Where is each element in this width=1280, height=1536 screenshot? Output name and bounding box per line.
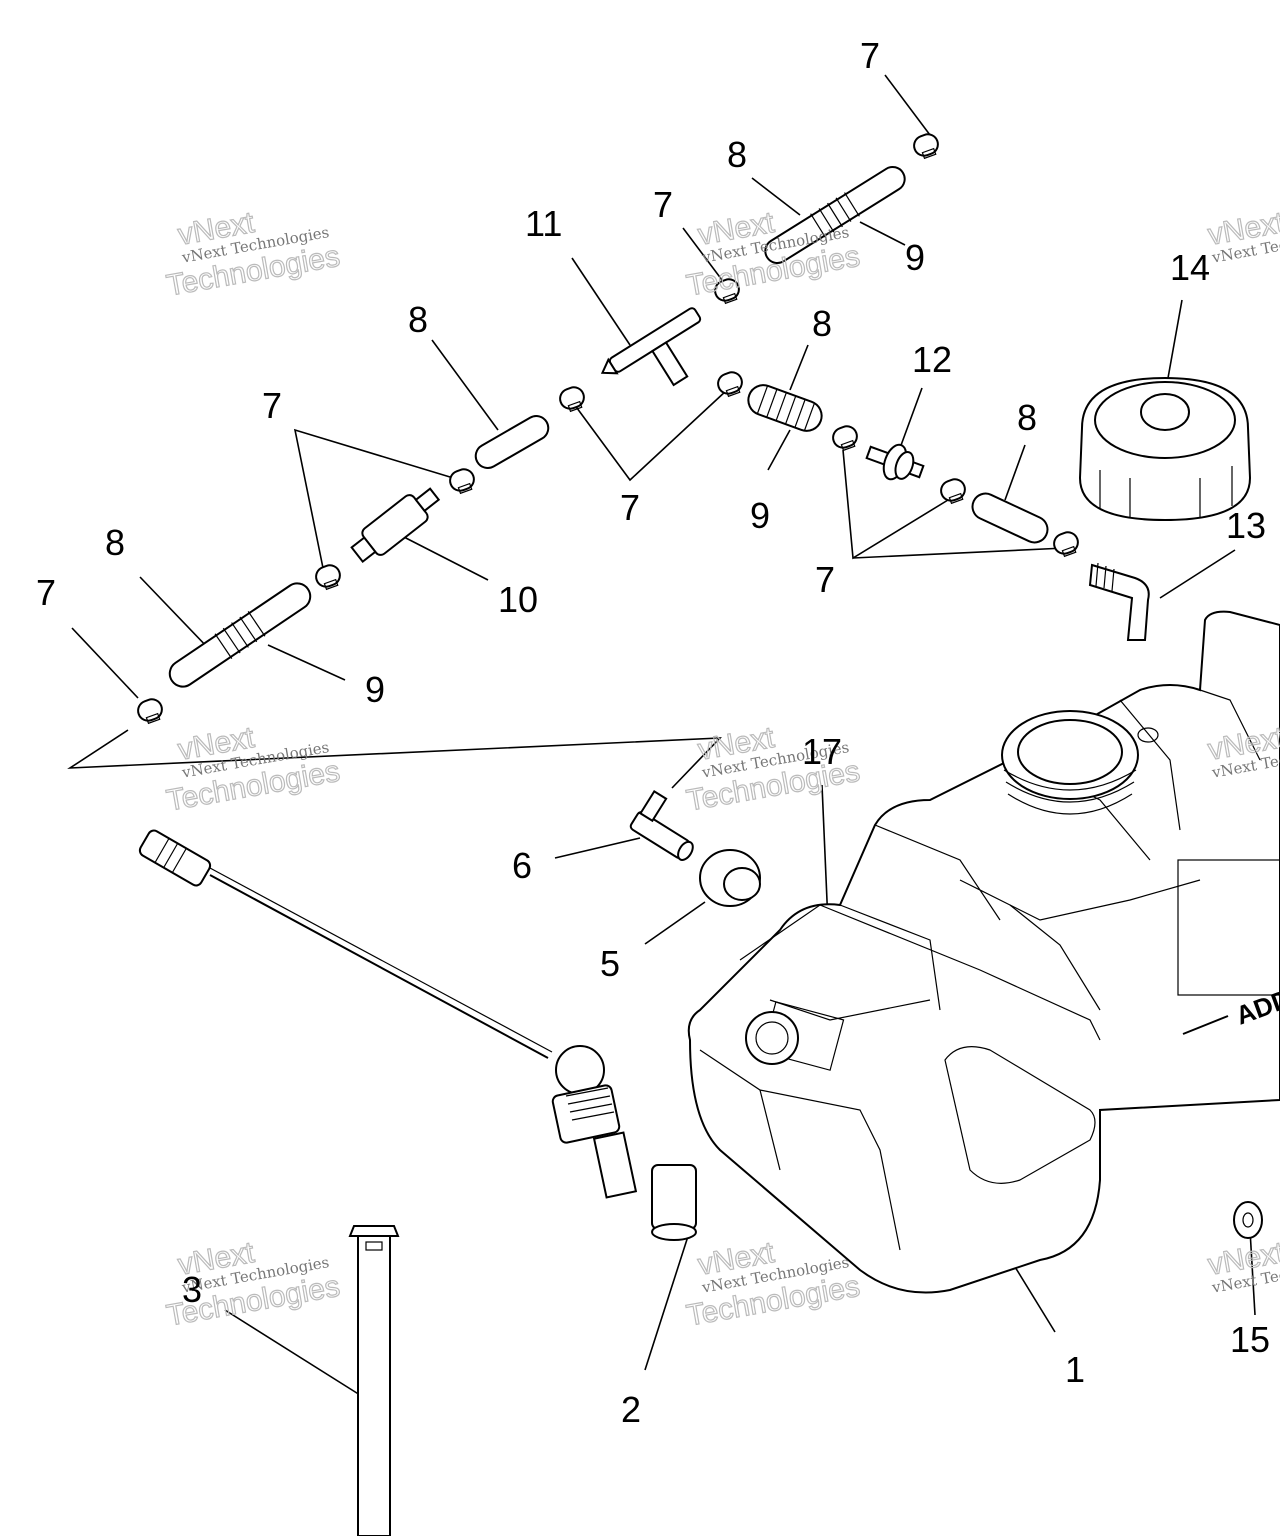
grommet <box>699 849 761 907</box>
callout-10: 10 <box>498 579 538 620</box>
callout-8: 8 <box>1017 397 1037 438</box>
callout-13: 13 <box>1226 505 1266 546</box>
fuel-hoses <box>168 165 1049 688</box>
callout-6: 6 <box>512 845 532 886</box>
fuel-tank: ADD <box>687 610 1280 1294</box>
elbow-fitting <box>1088 562 1150 641</box>
callout-1: 1 <box>1065 1349 1085 1390</box>
callout-9: 9 <box>365 669 385 710</box>
callout-8: 8 <box>105 522 125 563</box>
callout-7: 7 <box>36 572 56 613</box>
fuel-filter <box>350 487 441 564</box>
tee-fitting <box>600 307 702 387</box>
callout-5: 5 <box>600 943 620 984</box>
fuel-cap <box>1078 376 1252 522</box>
callout-7: 7 <box>860 35 880 76</box>
callout-3: 3 <box>182 1269 202 1310</box>
callout-17: 17 <box>802 731 842 772</box>
callout-7: 7 <box>620 487 640 528</box>
fuel-sender <box>138 829 697 1241</box>
callout-7: 7 <box>815 559 835 600</box>
callout-14: 14 <box>1170 247 1210 288</box>
check-valve <box>865 443 925 481</box>
mounting-strap <box>348 1225 400 1536</box>
callout-8: 8 <box>727 134 747 175</box>
washer <box>1233 1201 1263 1239</box>
callout-11: 11 <box>525 203 562 244</box>
callout-15: 15 <box>1230 1319 1270 1360</box>
callout-9: 9 <box>750 495 770 536</box>
callout-2: 2 <box>621 1389 641 1430</box>
callout-labels: 7 8 9 7 11 8 7 8 12 8 14 13 7 9 7 10 8 7… <box>36 35 1270 1430</box>
callout-7: 7 <box>653 184 673 225</box>
callout-9: 9 <box>905 237 925 278</box>
callout-8: 8 <box>408 299 428 340</box>
callout-12: 12 <box>912 339 952 380</box>
hose-clamps <box>137 133 1079 725</box>
callout-7: 7 <box>262 385 282 426</box>
vent-fitting <box>629 789 694 861</box>
callout-8: 8 <box>812 303 832 344</box>
